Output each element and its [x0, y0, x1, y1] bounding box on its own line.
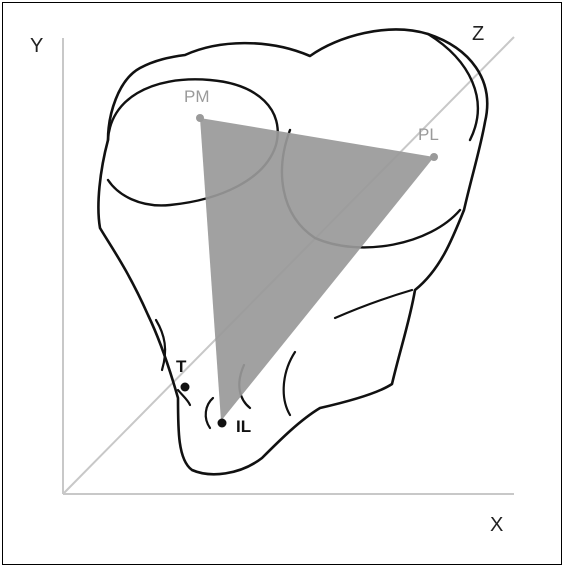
point-pm-marker [196, 114, 204, 122]
fibular-notch [284, 352, 295, 415]
x-axis-label: X [490, 514, 503, 536]
point-t-label: T [176, 357, 187, 376]
point-pl-marker [430, 153, 438, 161]
z-axis-label: Z [472, 23, 484, 45]
point-t-marker [181, 383, 190, 392]
medial-tip [206, 398, 213, 428]
y-axis-label: Y [30, 35, 43, 57]
point-pm-label: PM [184, 87, 210, 106]
medial-hook [178, 390, 190, 405]
point-il-marker [218, 419, 227, 428]
point-il-label: IL [236, 417, 251, 436]
point-pl-label: PL [418, 125, 439, 144]
anterior-crest [335, 290, 412, 318]
reference-triangle [200, 118, 434, 421]
